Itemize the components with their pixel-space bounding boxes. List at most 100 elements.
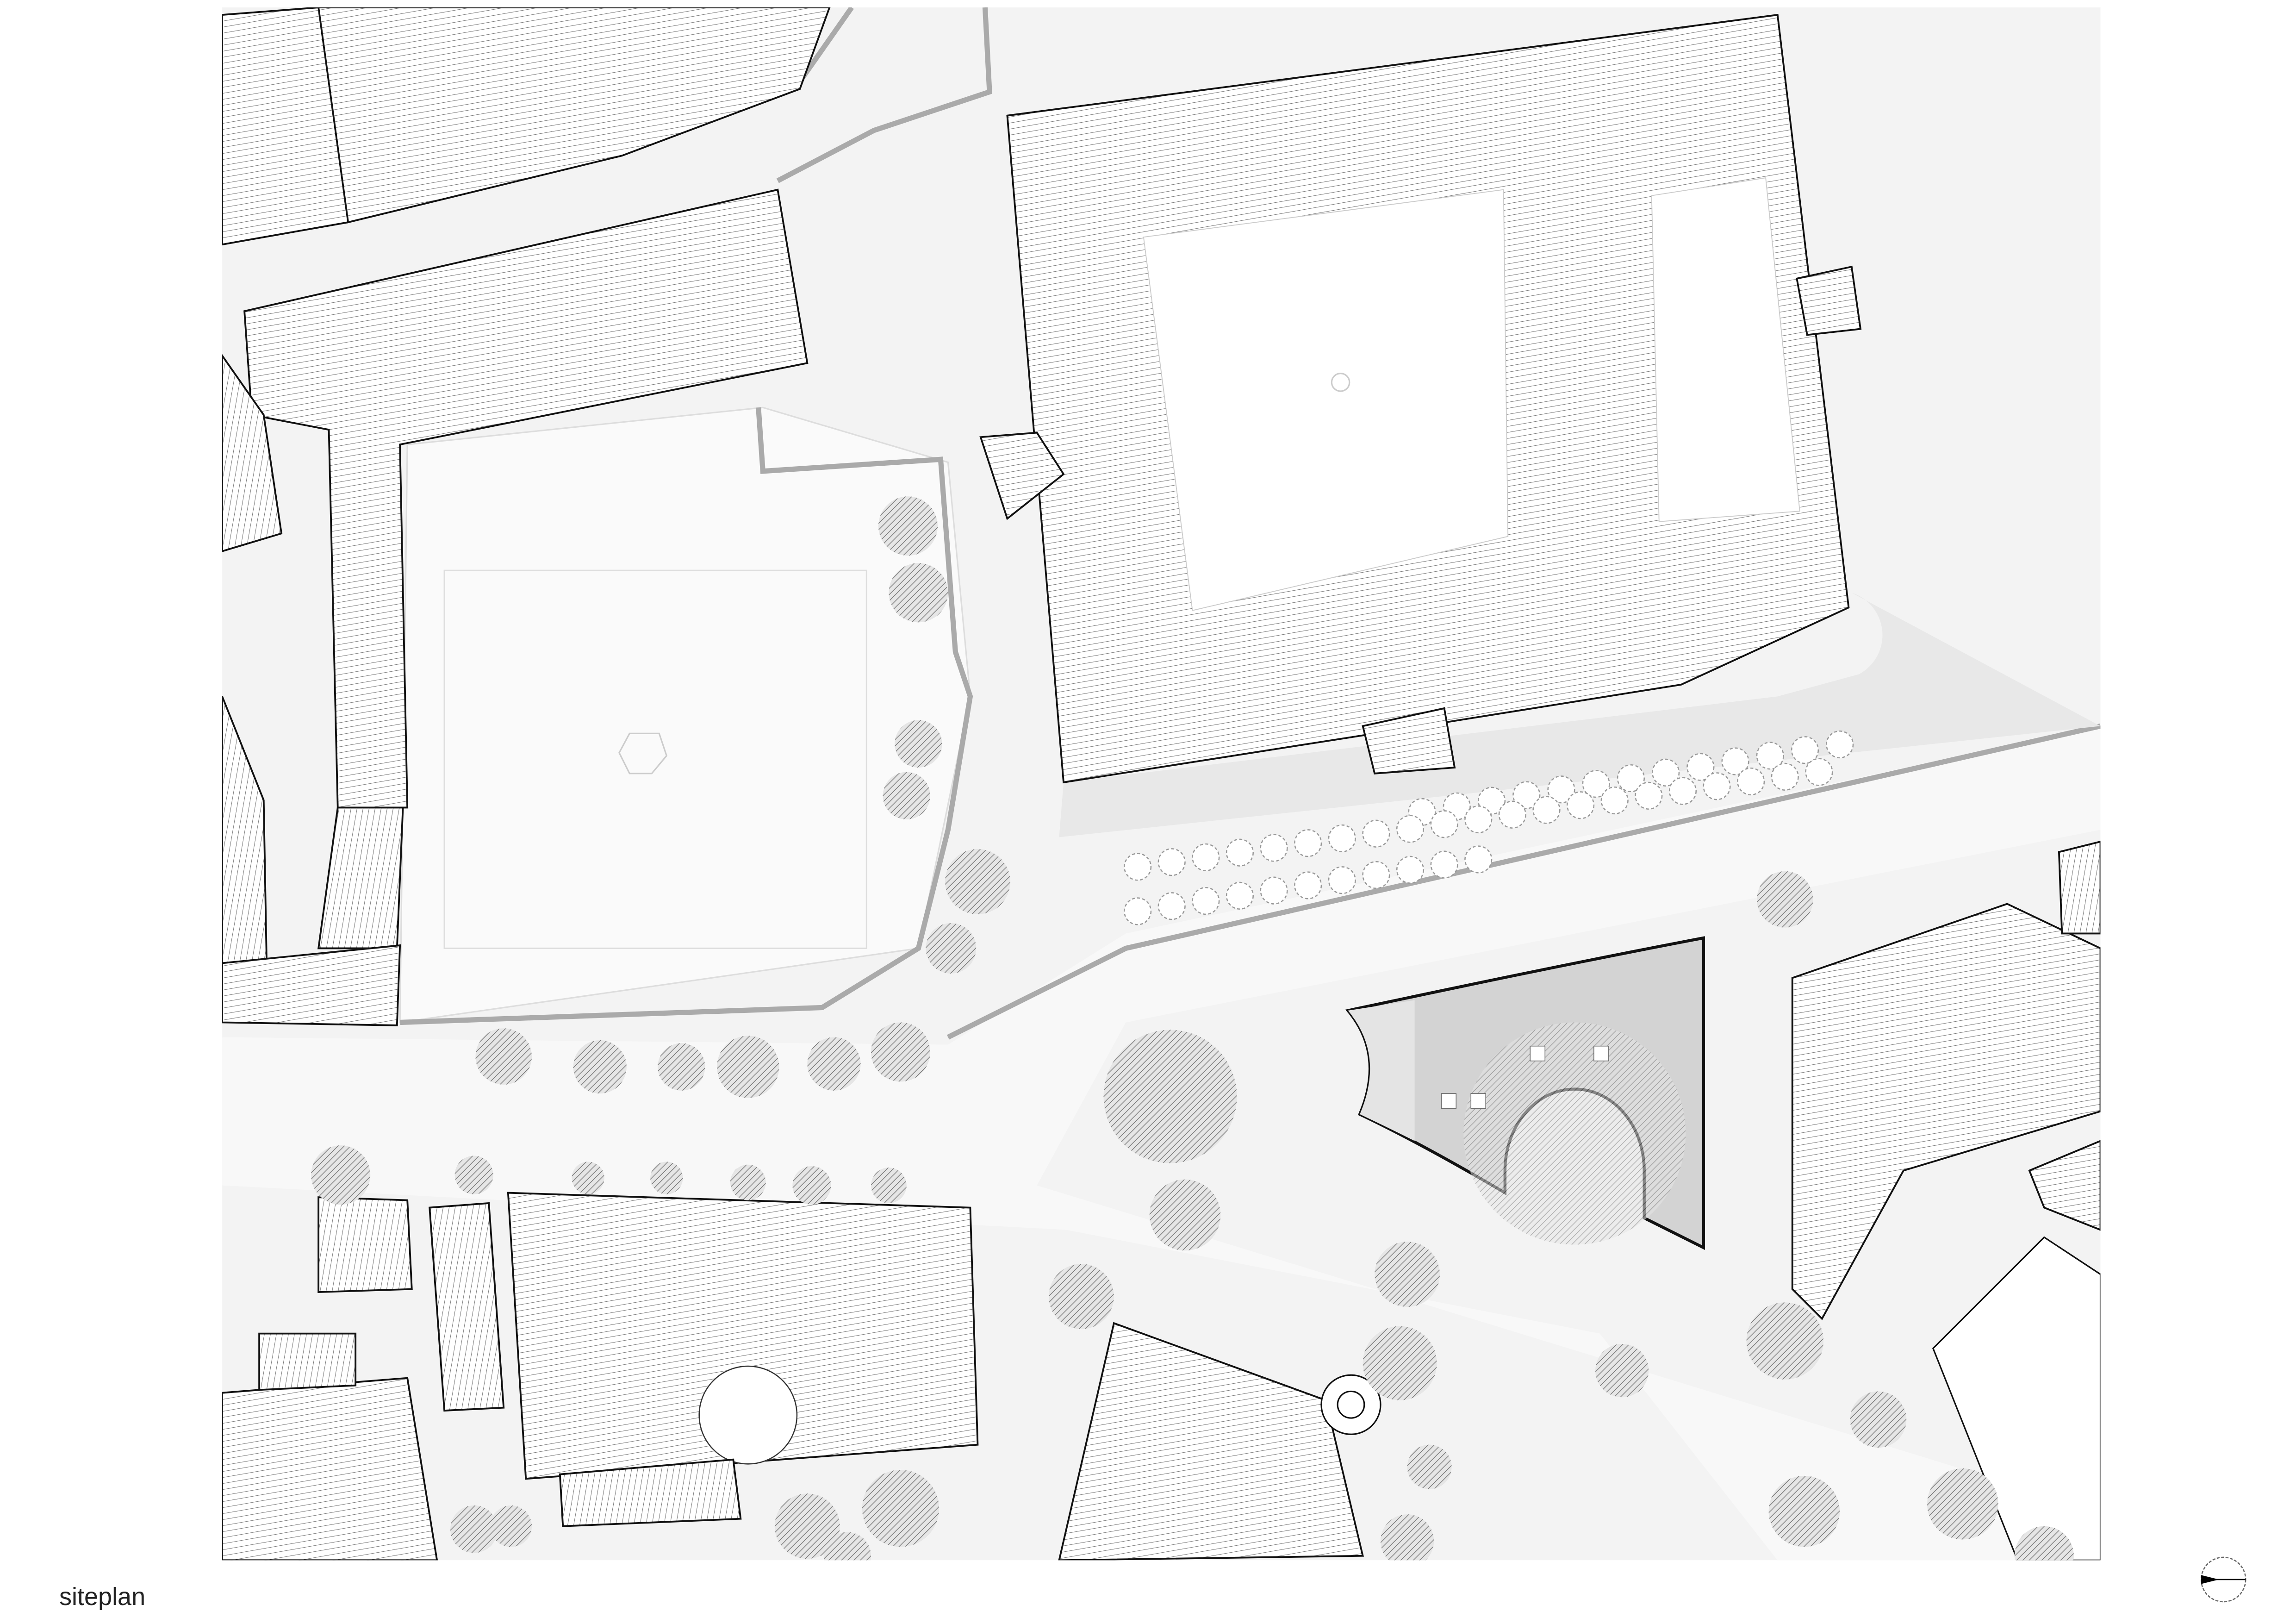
map-area [222, 7, 2101, 1561]
tree [1363, 1326, 1437, 1400]
round-tower [1320, 1374, 1381, 1435]
tree [926, 923, 977, 974]
tree [311, 1145, 371, 1205]
fountain [618, 732, 668, 775]
tree [1850, 1391, 1907, 1448]
tree [573, 1040, 627, 1094]
tree [1430, 810, 1458, 838]
tree [807, 1037, 861, 1091]
tree [1703, 772, 1731, 800]
drawing-title: siteplan [59, 1583, 146, 1611]
tree [1430, 850, 1458, 879]
tree [730, 1164, 766, 1200]
tree [1396, 856, 1425, 884]
tree [1826, 730, 1854, 759]
tree [1192, 843, 1220, 872]
street [222, 726, 2101, 1561]
tree [1407, 1444, 1452, 1489]
tree [1746, 1302, 1823, 1380]
tree [1328, 866, 1356, 894]
tree [1362, 861, 1390, 889]
wall [797, 7, 854, 83]
tree [883, 772, 931, 820]
tree [1260, 876, 1288, 905]
building-east [1791, 903, 2101, 1320]
tree [1362, 819, 1390, 848]
tree [1464, 805, 1493, 834]
tree [1157, 848, 1186, 876]
tree [1927, 1468, 1998, 1540]
tree [1157, 892, 1186, 920]
tree [1124, 853, 1152, 881]
tree [1532, 796, 1561, 824]
tree [945, 849, 1010, 914]
tree [823, 1532, 871, 1561]
monastery-courtyard [1143, 189, 1509, 611]
tree [878, 496, 938, 556]
tree [1294, 871, 1322, 899]
pavilion-roof-section [1348, 1000, 1415, 1141]
building-row-2 [317, 1196, 413, 1293]
tree [1756, 742, 1784, 770]
tree [1381, 1514, 1434, 1561]
tree [658, 1043, 705, 1091]
tree [1595, 1344, 1649, 1398]
tree [792, 1166, 831, 1205]
tree [1582, 770, 1610, 798]
garden-plaza [399, 406, 971, 1024]
building-east-small [2028, 1140, 2101, 1231]
tree [1686, 753, 1715, 781]
tree [1635, 781, 1663, 810]
tree [895, 720, 942, 768]
garden-parterre [443, 569, 867, 949]
skylight [1441, 1093, 1457, 1109]
building-south-row [559, 1458, 742, 1527]
buildings [222, 7, 2101, 1561]
tree [475, 1028, 532, 1085]
boulevard-wall [946, 723, 2101, 1040]
building-southwest [222, 1377, 438, 1561]
tree [1328, 824, 1356, 853]
courtyard-fountain [1331, 373, 1350, 392]
tree [1600, 786, 1629, 815]
tree [1512, 781, 1541, 809]
tree [1049, 1264, 1114, 1330]
building-east-corner [2058, 841, 2101, 935]
tree [1756, 871, 1813, 928]
building-northwest [222, 7, 349, 246]
tree [490, 1505, 532, 1547]
tree [1771, 762, 1799, 791]
skylight [1470, 1093, 1487, 1109]
tree [862, 1470, 940, 1547]
tree [1498, 800, 1526, 829]
tree [889, 563, 948, 623]
skylight [1593, 1045, 1609, 1062]
trees [311, 496, 2074, 1561]
tree [1260, 834, 1288, 862]
monastery-pavilion-south [1362, 707, 1456, 775]
building-row-1 [429, 1202, 505, 1412]
tree [2014, 1526, 2074, 1561]
tree [1721, 747, 1749, 775]
tree [1768, 1475, 1840, 1547]
tree [1294, 829, 1322, 857]
garden-wall [399, 407, 973, 1025]
tree [1547, 775, 1575, 804]
tree [1103, 1030, 1237, 1163]
tree [1652, 758, 1680, 787]
tree [450, 1505, 498, 1553]
skylight [1530, 1045, 1546, 1062]
tree [1226, 838, 1254, 867]
tree [871, 1168, 907, 1203]
tree [650, 1162, 683, 1194]
tree [717, 1036, 779, 1098]
tree [1567, 791, 1595, 819]
building-southeast [1932, 1236, 2101, 1561]
monastery-inner-yard [1651, 177, 1800, 522]
tree [1464, 845, 1493, 874]
tree [1375, 1242, 1440, 1307]
tree [1226, 881, 1254, 910]
tree [1396, 815, 1425, 843]
tree [774, 1493, 840, 1559]
